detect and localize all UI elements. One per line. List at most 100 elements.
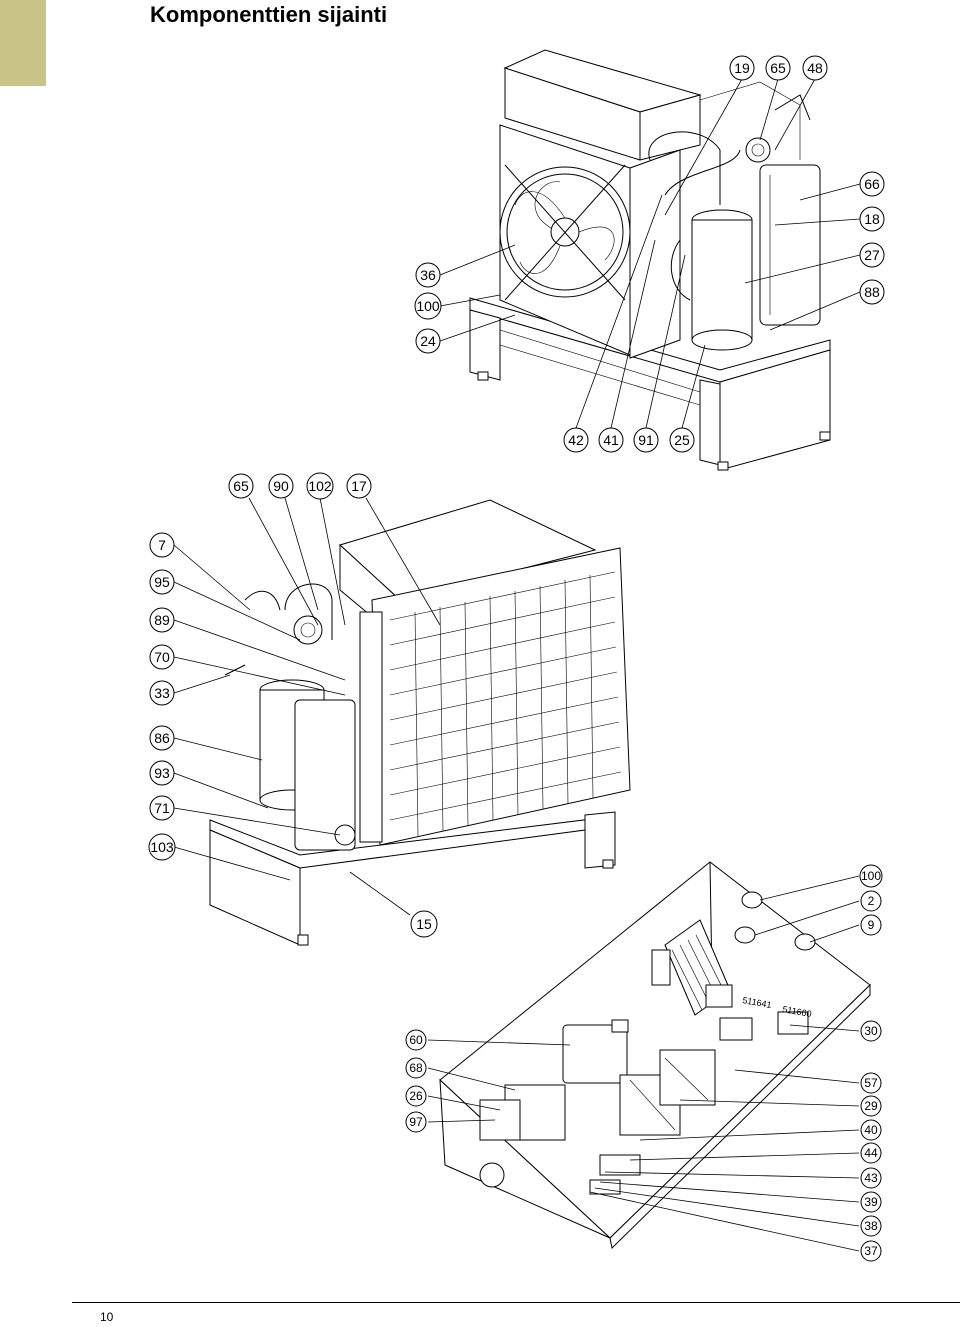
callout-39: 39 — [860, 1191, 882, 1213]
svg-text:60: 60 — [409, 1033, 423, 1047]
callout-36: 36 — [415, 262, 441, 288]
top-unit-drawing — [469, 49, 831, 471]
callout-60: 60 — [405, 1029, 427, 1051]
svg-text:97: 97 — [409, 1115, 423, 1129]
svg-text:26: 26 — [409, 1089, 423, 1103]
callout-70: 70 — [149, 644, 175, 670]
svg-text:30: 30 — [864, 1024, 878, 1038]
svg-text:42: 42 — [568, 432, 584, 448]
callout-25: 25 — [669, 427, 695, 453]
svg-text:40: 40 — [864, 1123, 878, 1137]
section-tab — [0, 0, 46, 86]
svg-text:44: 44 — [864, 1146, 878, 1160]
callout-57: 57 — [860, 1072, 882, 1094]
svg-text:7: 7 — [158, 537, 166, 553]
callout-93: 93 — [149, 760, 175, 786]
callout-65-side: 65 — [228, 473, 254, 499]
callout-89: 89 — [149, 607, 175, 633]
callout-29: 29 — [860, 1095, 882, 1117]
electrical-box-leaders — [427, 875, 860, 1252]
svg-text:57: 57 — [864, 1076, 878, 1090]
svg-text:102: 102 — [308, 478, 332, 494]
callout-33: 33 — [149, 680, 175, 706]
svg-text:9: 9 — [868, 918, 875, 932]
callout-43: 43 — [860, 1167, 882, 1189]
callout-26: 26 — [405, 1085, 427, 1107]
callout-68: 68 — [405, 1057, 427, 1079]
callout-97: 97 — [405, 1111, 427, 1133]
callout-15: 15 — [410, 910, 438, 938]
svg-text:24: 24 — [420, 333, 436, 349]
svg-text:18: 18 — [864, 211, 880, 227]
callout-41: 41 — [598, 427, 624, 453]
svg-text:25: 25 — [674, 432, 690, 448]
svg-text:86: 86 — [154, 730, 170, 746]
callout-95: 95 — [149, 569, 175, 595]
svg-text:93: 93 — [154, 765, 170, 781]
callout-42: 42 — [563, 427, 589, 453]
svg-text:48: 48 — [807, 60, 823, 76]
svg-text:27: 27 — [864, 247, 880, 263]
svg-text:33: 33 — [154, 685, 170, 701]
callout-37: 37 — [860, 1240, 882, 1262]
svg-text:71: 71 — [154, 800, 170, 816]
callout-71: 71 — [149, 795, 175, 821]
svg-text:41: 41 — [603, 432, 619, 448]
svg-text:2: 2 — [868, 894, 875, 908]
svg-text:100: 100 — [416, 298, 440, 314]
callout-91: 91 — [633, 427, 659, 453]
callout-103: 103 — [148, 833, 176, 861]
svg-text:66: 66 — [864, 176, 880, 192]
callout-24: 24 — [415, 328, 441, 354]
callout-86: 86 — [149, 725, 175, 751]
svg-text:103: 103 — [150, 839, 174, 855]
top-unit-leaders — [439, 78, 861, 429]
svg-text:36: 36 — [420, 267, 436, 283]
svg-text:65: 65 — [770, 60, 786, 76]
callout-30: 30 — [860, 1020, 882, 1042]
side-unit-leaders — [173, 497, 441, 916]
footer-rule — [72, 1302, 960, 1303]
callout-88: 88 — [859, 279, 885, 305]
callout-40: 40 — [860, 1119, 882, 1141]
callout-27: 27 — [859, 242, 885, 268]
svg-text:89: 89 — [154, 612, 170, 628]
svg-text:15: 15 — [416, 916, 432, 932]
callout-102: 102 — [306, 472, 334, 500]
svg-text:17: 17 — [351, 478, 367, 494]
callout-100-top: 100 — [414, 292, 442, 320]
svg-text:19: 19 — [734, 60, 750, 76]
callout-2: 2 — [860, 890, 882, 912]
callout-7: 7 — [149, 532, 175, 558]
callout-17: 17 — [346, 473, 372, 499]
callout-18: 18 — [859, 206, 885, 232]
side-unit-drawing — [209, 499, 631, 946]
svg-text:29: 29 — [864, 1099, 878, 1113]
svg-text:70: 70 — [154, 649, 170, 665]
page-number: 10 — [100, 1310, 114, 1324]
svg-text:68: 68 — [409, 1061, 423, 1075]
page-title: Komponenttien sijainti — [150, 2, 388, 27]
svg-text:91: 91 — [638, 432, 654, 448]
svg-text:65: 65 — [233, 478, 249, 494]
svg-text:39: 39 — [864, 1195, 878, 1209]
callout-90: 90 — [268, 473, 294, 499]
callout-38: 38 — [860, 1215, 882, 1237]
callout-9: 9 — [860, 914, 882, 936]
svg-text:37: 37 — [864, 1244, 878, 1258]
svg-text:90: 90 — [273, 478, 289, 494]
callout-48: 48 — [802, 55, 828, 81]
coil-grid — [389, 571, 622, 837]
callout-19: 19 — [729, 55, 755, 81]
callout-44: 44 — [860, 1142, 882, 1164]
svg-text:43: 43 — [864, 1171, 878, 1185]
component-diagram: 511641 511660 19 65 48 66 18 27 88 36 10… — [148, 49, 885, 1262]
svg-text:88: 88 — [864, 284, 880, 300]
callout-66: 66 — [859, 171, 885, 197]
electrical-box-drawing: 511641 511660 — [439, 861, 871, 1250]
callout-100-box: 100 — [859, 864, 883, 888]
svg-text:100: 100 — [861, 869, 881, 883]
svg-text:95: 95 — [154, 574, 170, 590]
callout-65: 65 — [765, 55, 791, 81]
svg-text:38: 38 — [864, 1219, 878, 1233]
